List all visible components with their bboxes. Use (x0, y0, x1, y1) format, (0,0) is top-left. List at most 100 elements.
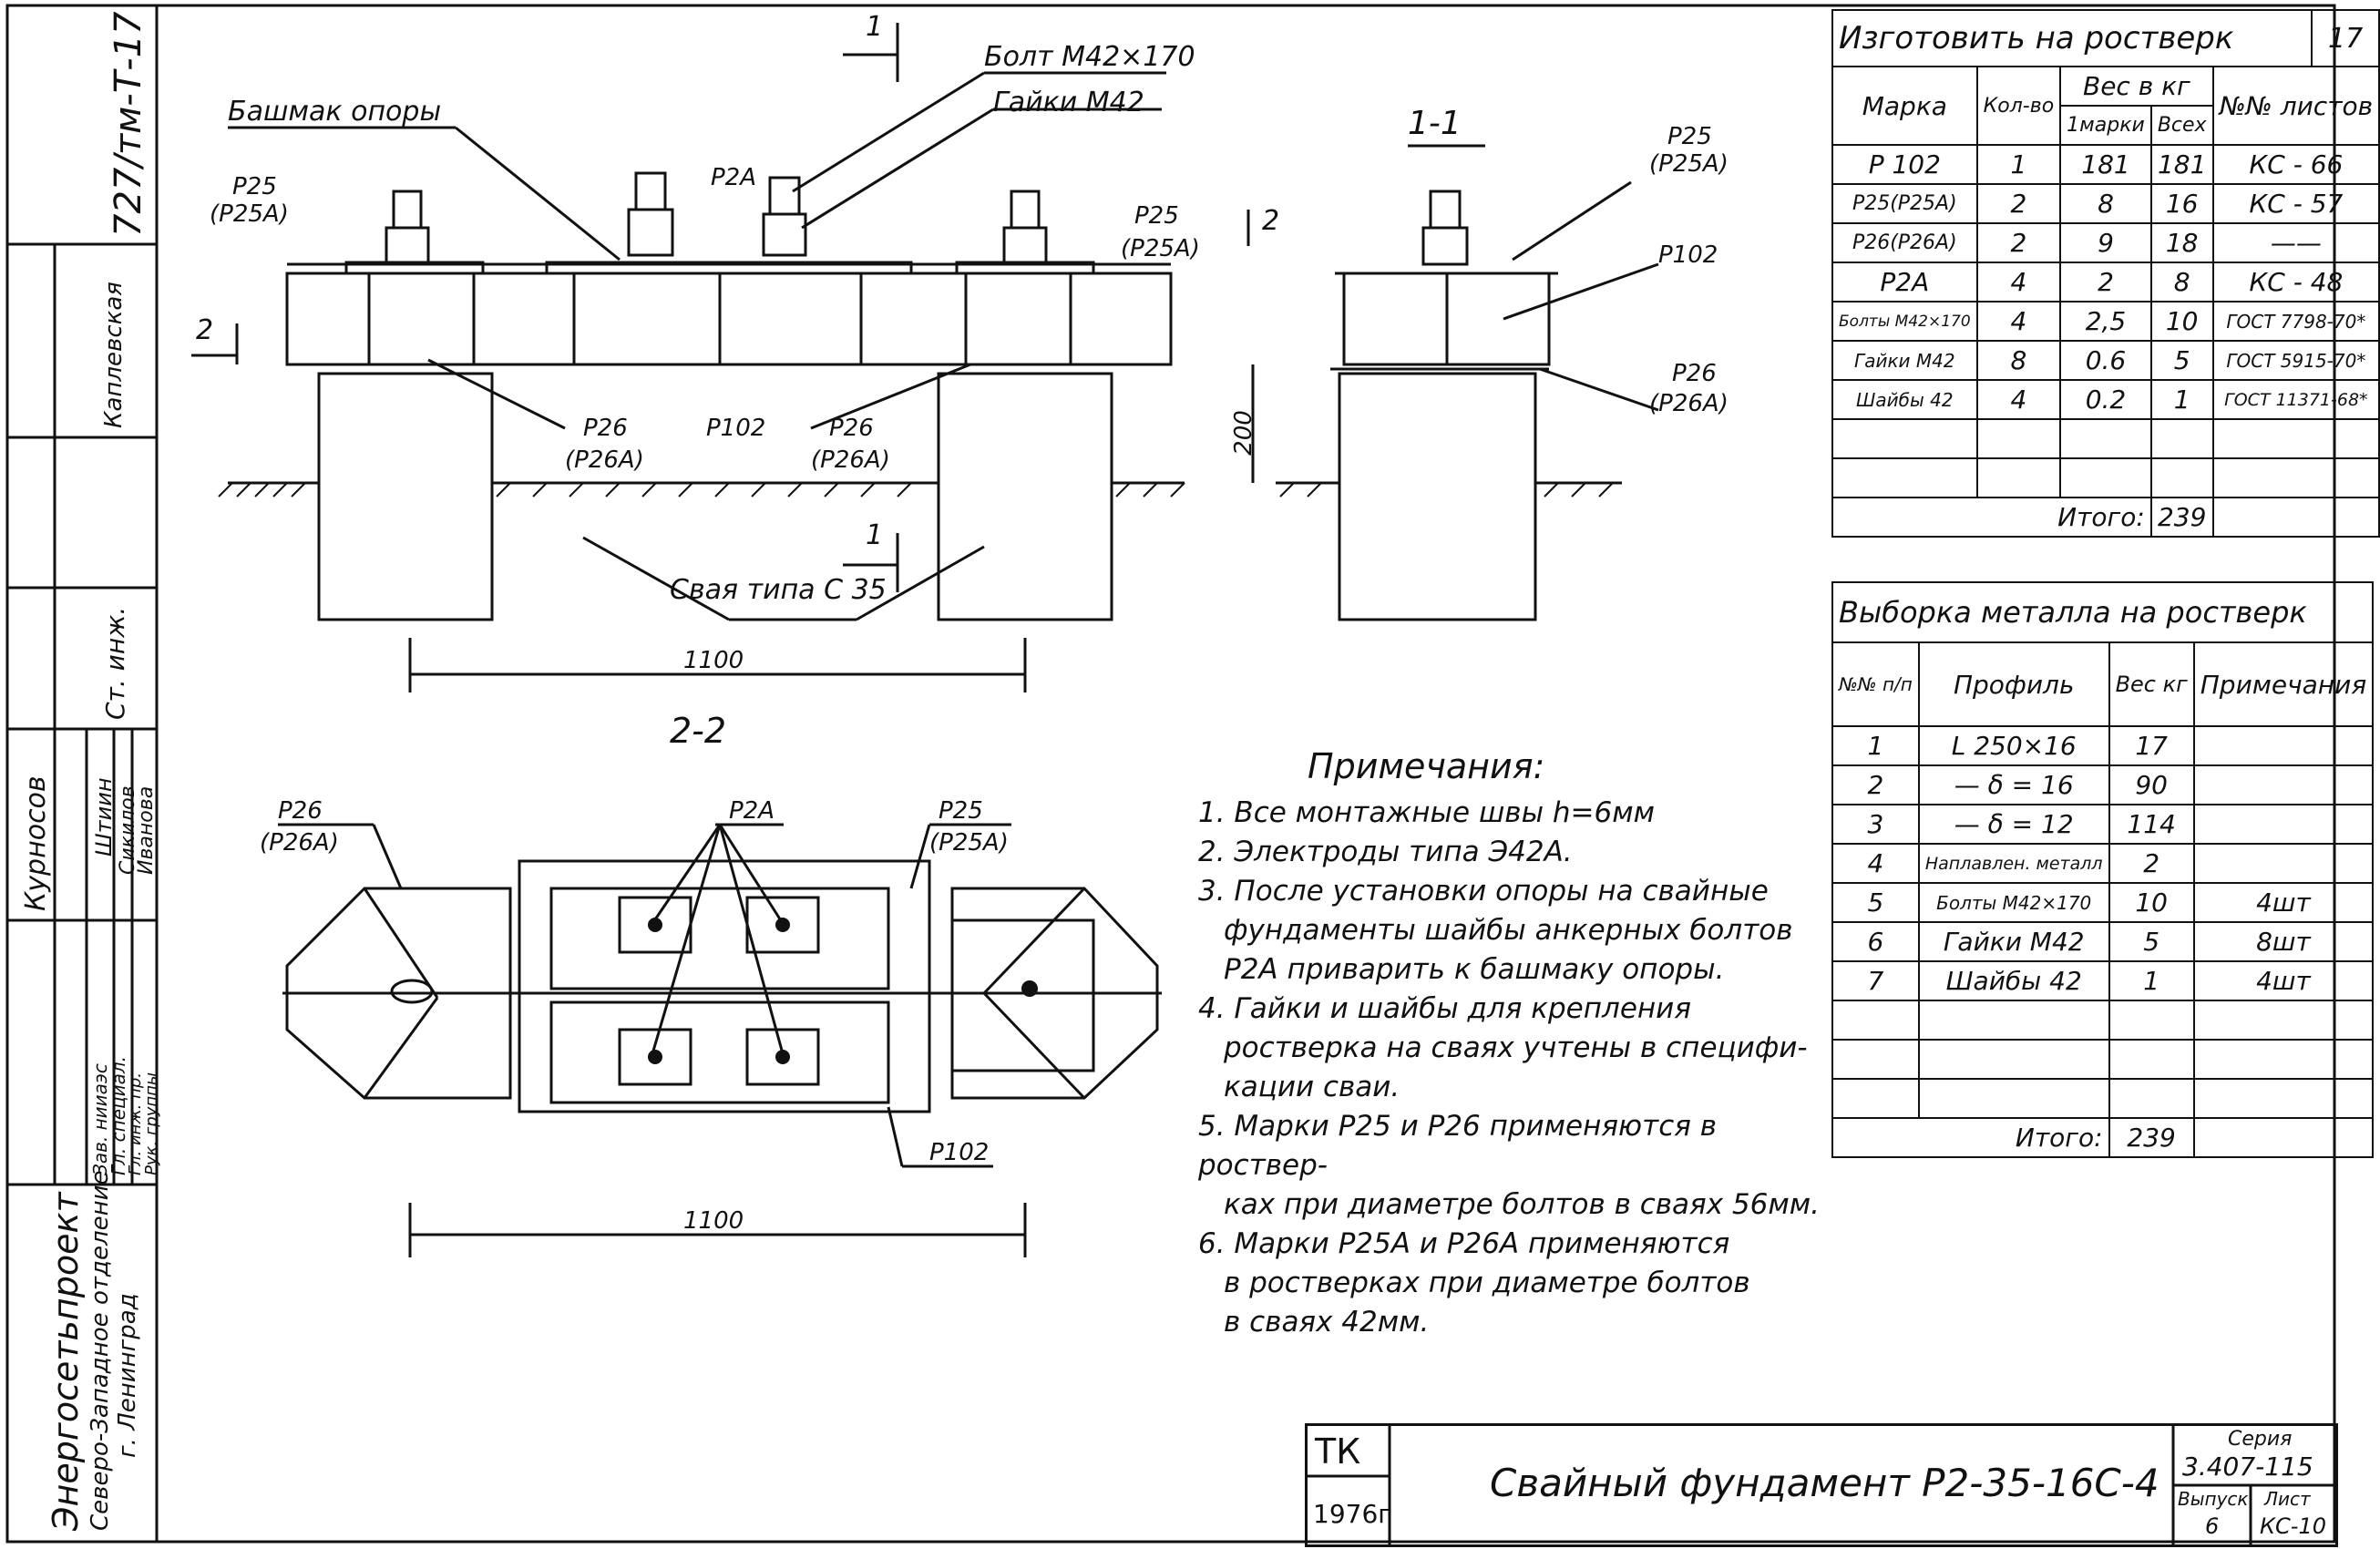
note-line: Р2А приварить к башмаку опоры. (1224, 953, 1725, 986)
cell-qty: 8 (1975, 340, 2062, 381)
cell-note (2192, 725, 2375, 766)
cell-all: 16 (2149, 183, 2214, 224)
col-no: №№ п/п (1831, 641, 1920, 727)
cell-profile: Шайбы 42 (1917, 960, 2110, 1001)
cell-profile: Гайки М42 (1917, 921, 2110, 962)
role-4: Рук. группы (142, 1072, 161, 1175)
stamp-title: Свайный фундамент Р2-35-16С-4 (1490, 1461, 2159, 1505)
cell-one: 8 (2059, 183, 2152, 224)
cell-no: 5 (1831, 882, 1920, 923)
cell-weight: 10 (2108, 882, 2195, 923)
col-weight: Вес в кг (2059, 66, 2214, 107)
note-line: 1. Все монтажные швы h=6мм (1198, 796, 1656, 829)
cell-all: 5 (2149, 340, 2214, 381)
cell-one: 2,5 (2059, 301, 2152, 342)
section-mark-bottom: 1 (866, 519, 884, 551)
label-p26a-sec: (Р26А) (1649, 390, 1729, 417)
signer-a2: Штиин (91, 777, 117, 857)
col-note: Примечания (2192, 641, 2375, 727)
table-row: Болты М42×170 4 2,5 10 ГОСТ 7798-70* (1831, 301, 2380, 342)
cell-one: 181 (2059, 144, 2152, 185)
note-line: 6. Марки Р25А и Р26А применяются (1198, 1227, 1730, 1260)
bolt-center-right (762, 176, 807, 257)
dim-1100-elev: 1100 (683, 647, 744, 674)
section-22-title: 2-2 (670, 711, 727, 751)
table-row: Шайбы 42 4 0.2 1 ГОСТ 11371-68* (1831, 379, 2380, 420)
col-one: 1марки (2059, 105, 2152, 146)
manufacture-table-title: Изготовить на ростверк (1831, 9, 2313, 67)
total-label: Итого: (1831, 497, 2152, 538)
signer-b2: Иванова (135, 785, 158, 875)
title-stamp: ТК 1976г Свайный фундамент Р2-35-16С-4 С… (1305, 1423, 2338, 1547)
label-p26-sec: Р26 (1672, 360, 1717, 387)
manufacture-table: Изготовить на ростверк 17 Марка Кол-во В… (1831, 9, 2380, 538)
label-p102-plan: Р102 (929, 1139, 990, 1166)
bolt-right (1002, 190, 1048, 264)
label-p25a-right: (Р25А) (1121, 235, 1200, 262)
note-line: в ростверках при диаметре болтов (1224, 1267, 1750, 1299)
label-p26a-mid: (Р26А) (811, 446, 890, 474)
cell-sheet: КС - 48 (2211, 262, 2380, 303)
table-row: 2 — δ = 16 90 (1831, 764, 2375, 805)
pile-left (317, 372, 494, 621)
table-row: 4 Наплавлен. металл 2 (1831, 843, 2375, 884)
org-line2: Северо-Западное отделение (87, 1170, 114, 1531)
stamp-year: 1976г (1313, 1499, 1391, 1529)
cell-weight: 17 (2108, 725, 2195, 766)
table-row: 3 — δ = 12 114 (1831, 804, 2375, 845)
note-line: фундаменты шайбы анкерных болтов (1224, 914, 1793, 947)
table-row: 7 Шайбы 42 1 4шт (1831, 960, 2375, 1001)
cell-mark: Болты М42×170 (1831, 301, 1978, 342)
col-profile: Профиль (1917, 641, 2110, 727)
plan-beam (518, 859, 931, 1113)
label-p102-elev: Р102 (706, 415, 766, 442)
cell-note (2192, 764, 2375, 805)
cell-one: 0.6 (2059, 340, 2152, 381)
cell-note: 8шт (2192, 921, 2375, 962)
cell-mark: Р 102 (1831, 144, 1978, 185)
note-line: в сваях 42мм. (1224, 1306, 1430, 1339)
cell-sheet: ГОСТ 7798-70* (2211, 301, 2380, 342)
section-mark-2-right: 2 (1262, 205, 1280, 237)
cell-no: 6 (1831, 921, 1920, 962)
col-sheets: №№ листов (2211, 66, 2380, 146)
table-total-row: Итого: 239 (1831, 497, 2380, 538)
cell-note (2192, 843, 2375, 884)
chief-name: Каплевская (100, 282, 128, 428)
cell-profile: — δ = 16 (1917, 764, 2110, 805)
table-row: Р26(Р26А) 2 9 18 —— (1831, 222, 2380, 263)
notes-block: Примечания: 1. Все монтажные швы h=6мм 2… (1198, 747, 1836, 1342)
label-p2a-plan: Р2А (729, 797, 775, 825)
cell-no: 3 (1831, 804, 1920, 845)
section-11-title: 1-1 (1408, 105, 1462, 142)
cell-mark: Р2А (1831, 262, 1978, 303)
section-pile (1338, 372, 1537, 621)
bolt-center-left (627, 171, 674, 257)
cell-qty: 1 (1975, 144, 2062, 185)
label-p26-mid: Р26 (829, 415, 874, 442)
cell-mark: Гайки М42 (1831, 340, 1978, 381)
label-p26a-plan: (Р26А) (260, 829, 339, 857)
table-row: Гайки М42 8 0.6 5 ГОСТ 5915-70* (1831, 340, 2380, 381)
cell-weight: 2 (2108, 843, 2195, 884)
label-p25-right: Р25 (1134, 202, 1179, 230)
stamp-org: ТК (1315, 1431, 1361, 1472)
grillage-beam (285, 272, 1173, 366)
cell-note: 4шт (2192, 882, 2375, 923)
cell-note: 4шт (2192, 960, 2375, 1001)
cell-no: 1 (1831, 725, 1920, 766)
cell-one: 0.2 (2059, 379, 2152, 420)
cell-no: 2 (1831, 764, 1920, 805)
table-row: Р2А 4 2 8 КС - 48 (1831, 262, 2380, 303)
cell-mark: Шайбы 42 (1831, 379, 1978, 420)
cell-sheet: ГОСТ 5915-70* (2211, 340, 2380, 381)
table-row: 6 Гайки М42 5 8шт (1831, 921, 2375, 962)
label-p26-left: Р26 (583, 415, 628, 442)
note-line: 5. Марки Р25 и Р26 применяются в роствер… (1198, 1110, 1718, 1182)
signer-a1: Курносов (20, 775, 52, 911)
table-row: Р25(Р25А) 2 8 16 КС - 57 (1831, 183, 2380, 224)
note-line: кации сваи. (1224, 1071, 1400, 1103)
cell-sheet: ГОСТ 11371-68* (2211, 379, 2380, 420)
